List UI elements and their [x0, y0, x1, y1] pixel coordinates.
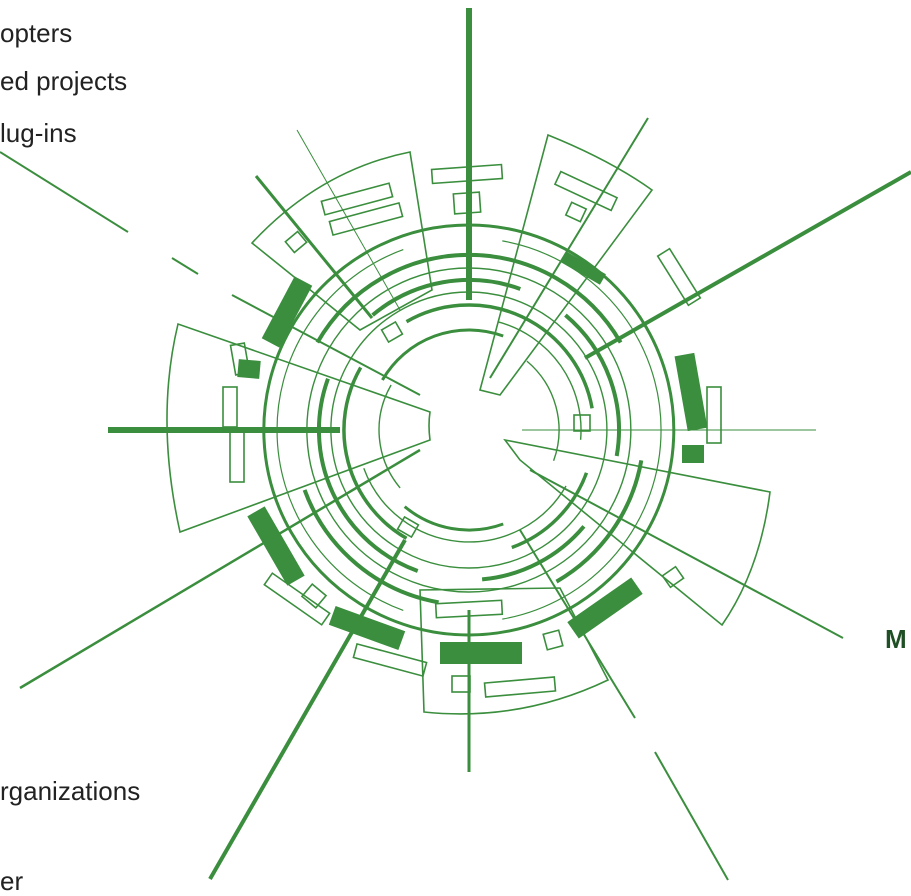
block [320, 182, 394, 216]
ring-arc [262, 223, 676, 637]
label-adopters: opters [0, 18, 73, 48]
block [451, 675, 471, 693]
ring-arc [276, 249, 404, 611]
label-right-bold: M [885, 624, 907, 654]
filled-block [682, 445, 704, 463]
rays [0, 8, 911, 881]
block [396, 515, 420, 539]
ring-arc [306, 267, 632, 593]
ring-arc [564, 313, 621, 457]
block [380, 320, 404, 344]
outline-blocks [222, 163, 722, 698]
ring-arc [302, 489, 439, 605]
block [553, 170, 619, 212]
ring-arc [381, 328, 504, 381]
ring-arc [330, 291, 608, 569]
ring-arc [526, 360, 560, 462]
label-plugins: lug-ins [0, 118, 77, 148]
ray-upper-right [584, 170, 911, 360]
block [452, 191, 482, 215]
wedge-top-left [250, 151, 433, 331]
block [300, 582, 328, 610]
ray-lower-left [19, 448, 421, 690]
ring-arc [342, 366, 408, 540]
ring-arc [315, 252, 623, 344]
filled-block [567, 577, 643, 639]
ray-upper-left-b [171, 257, 199, 275]
wedge-left [166, 322, 431, 534]
filled-block [560, 251, 606, 285]
ring-arc [481, 525, 586, 582]
block [706, 386, 722, 444]
ray-upper-left-a [0, 151, 129, 233]
block [434, 599, 504, 619]
filled-block [440, 642, 522, 664]
block [564, 201, 588, 223]
block [661, 565, 685, 589]
ray-upper-left-thin [296, 129, 401, 311]
filled-block [674, 352, 708, 432]
block [352, 642, 428, 678]
filled-block [237, 359, 261, 379]
label-bottom-cut: er [0, 866, 24, 896]
ring-arcs [262, 223, 676, 637]
block [284, 230, 308, 254]
block [229, 431, 245, 483]
label-projects: ed projects [0, 66, 128, 96]
block [328, 201, 404, 237]
ring-arc [511, 472, 589, 550]
block [263, 572, 331, 626]
wedge-bottom [419, 587, 610, 715]
ring-arc [497, 321, 582, 440]
filled-block [328, 605, 406, 651]
ray-left-inner [231, 294, 421, 396]
ring-arc [555, 460, 644, 584]
ray-top-right [489, 117, 649, 379]
ring-arc [363, 468, 567, 543]
ring-arc [403, 505, 504, 532]
ray-bottom-right-a [654, 751, 729, 881]
block [542, 629, 564, 651]
wedge-right [503, 438, 771, 627]
filled-block [261, 276, 313, 348]
block [430, 163, 504, 185]
filled-blocks [237, 251, 708, 664]
block [656, 247, 702, 307]
block [222, 386, 238, 428]
label-organizations: rganizations [0, 776, 141, 806]
outline-wedges [166, 133, 771, 715]
ray-lower-right [529, 469, 844, 639]
ring-arc [405, 303, 594, 409]
ray-upper-left-c [254, 175, 374, 319]
wedge-top-right [479, 133, 654, 396]
block [573, 414, 591, 432]
ring-arc [316, 378, 419, 573]
filled-block [247, 506, 305, 586]
ring-arc [371, 278, 521, 317]
block [483, 676, 557, 698]
